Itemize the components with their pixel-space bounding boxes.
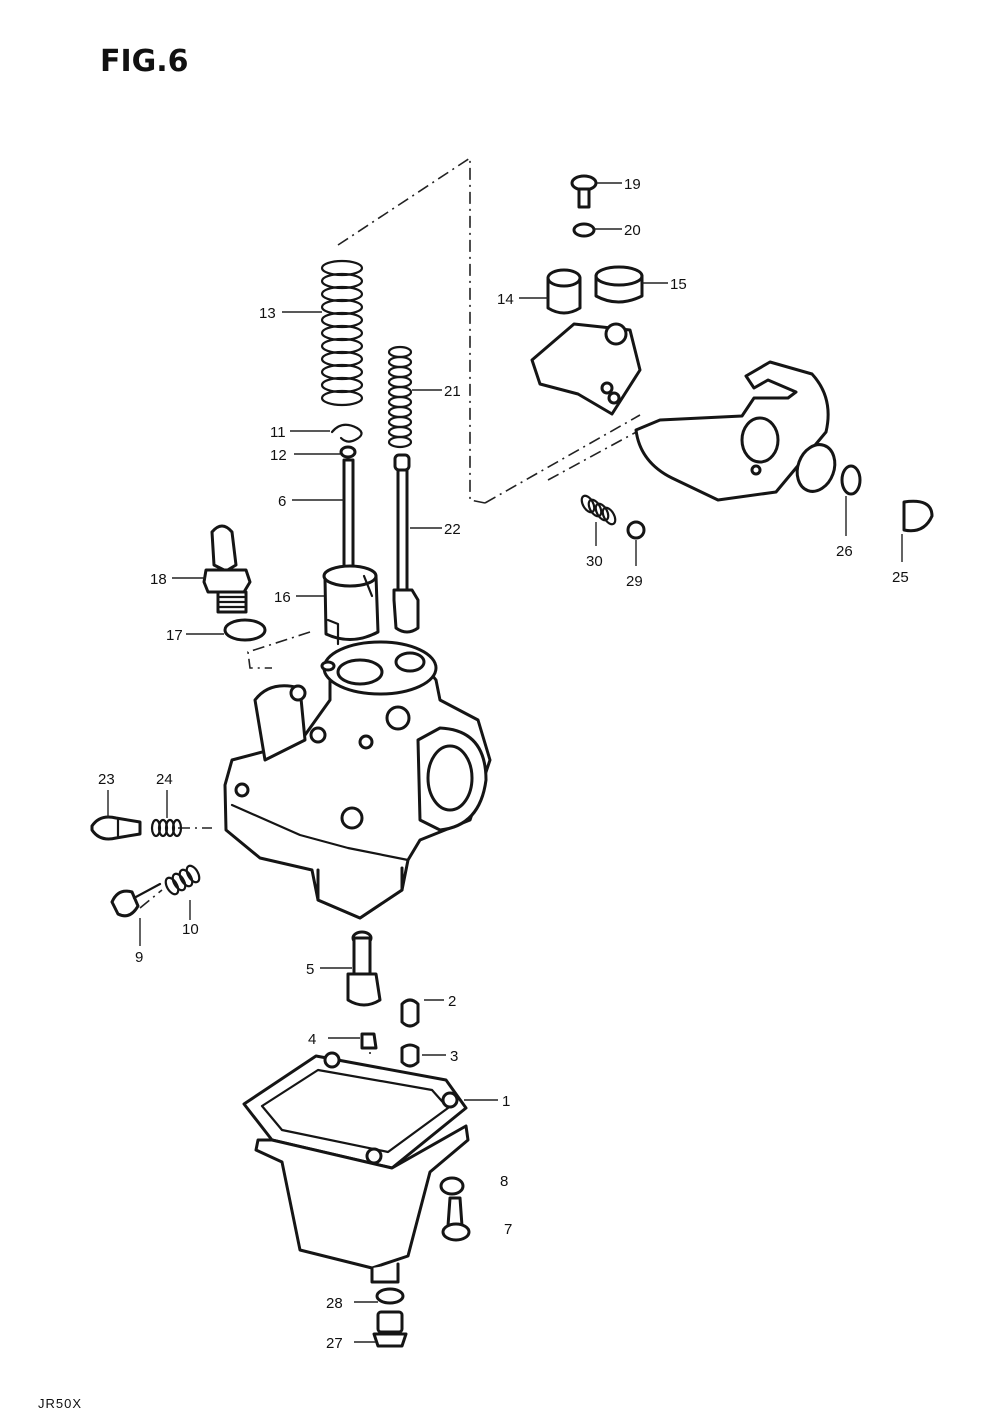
- part-19-screw: [570, 174, 598, 209]
- part-16-throttle-slide: [322, 564, 380, 646]
- part-18-fuel-inlet: [202, 524, 252, 614]
- part-28-washer: [375, 1287, 405, 1305]
- callout-12: 12: [270, 447, 287, 464]
- part-24-spring: [150, 818, 183, 838]
- part-2-jet: [400, 998, 420, 1028]
- part-29-ball: [626, 520, 646, 540]
- callout-13: 13: [259, 305, 276, 322]
- part-14-cap: [546, 268, 582, 315]
- part-25-washer: [902, 499, 934, 533]
- callout-16: 16: [274, 589, 291, 606]
- part-7-screw: [441, 1196, 471, 1242]
- part-6-jet-needle: [342, 458, 355, 572]
- callout-11: 11: [270, 424, 286, 441]
- part-23-air-screw: [90, 815, 142, 841]
- part-26-washer: [795, 443, 862, 496]
- part-13-spring: [320, 259, 364, 407]
- callout-6: 6: [278, 493, 286, 510]
- callout-7: 7: [504, 1221, 512, 1238]
- part-27-drain-plug: [372, 1310, 408, 1348]
- part-12-clip: [339, 445, 357, 459]
- callout-3: 3: [450, 1048, 458, 1065]
- choke-lever: [634, 360, 830, 502]
- part-20-washer: [572, 222, 596, 238]
- part-17-gasket: [223, 618, 267, 642]
- callout-30: 30: [586, 553, 603, 570]
- callout-17: 17: [166, 627, 183, 644]
- part-1-float-chamber: [242, 1051, 470, 1284]
- callout-1: 1: [502, 1093, 510, 1110]
- callout-22: 22: [444, 521, 461, 538]
- part-5-needle-jet: [346, 930, 382, 1007]
- part-8-washer: [439, 1176, 465, 1196]
- part-3-jet: [400, 1043, 420, 1068]
- choke-bracket: [530, 322, 642, 416]
- callout-26: 26: [836, 543, 853, 560]
- callout-29: 29: [626, 573, 643, 590]
- callout-25: 25: [892, 569, 909, 586]
- part-4-jet: [360, 1032, 378, 1050]
- callout-10: 10: [182, 921, 199, 938]
- callout-21: 21: [444, 383, 461, 400]
- part-11-clip: [330, 423, 363, 443]
- callout-28: 28: [326, 1295, 343, 1312]
- callout-23: 23: [98, 771, 115, 788]
- carburetor-body: [223, 640, 492, 920]
- callout-15: 15: [670, 276, 687, 293]
- part-9-throttle-stop-screw: [110, 882, 162, 918]
- callout-9: 9: [135, 949, 143, 966]
- callout-5: 5: [306, 961, 314, 978]
- figure-title: FIG.6: [100, 44, 189, 79]
- callout-19: 19: [624, 176, 641, 193]
- callout-20: 20: [624, 222, 641, 239]
- part-15-cap: [594, 265, 644, 304]
- callout-14: 14: [497, 291, 514, 308]
- part-22-rod: [392, 453, 420, 634]
- callout-2: 2: [448, 993, 456, 1010]
- assembly-guide-lines: [139, 156, 641, 1055]
- callout-18: 18: [150, 571, 167, 588]
- callout-27: 27: [326, 1335, 343, 1352]
- callout-labels: 19 20 14 15 13 21 11 12 6 22 18 16 17 23…: [98, 176, 909, 1352]
- part-21-spring: [387, 345, 413, 449]
- part-30-spring: [580, 494, 617, 526]
- callout-8: 8: [500, 1173, 508, 1190]
- leader-lines: [107, 182, 903, 1343]
- part-10-spring: [164, 864, 201, 896]
- footer-model-code: JR50X: [38, 1396, 83, 1411]
- callout-4: 4: [308, 1031, 316, 1048]
- callout-24: 24: [156, 771, 173, 788]
